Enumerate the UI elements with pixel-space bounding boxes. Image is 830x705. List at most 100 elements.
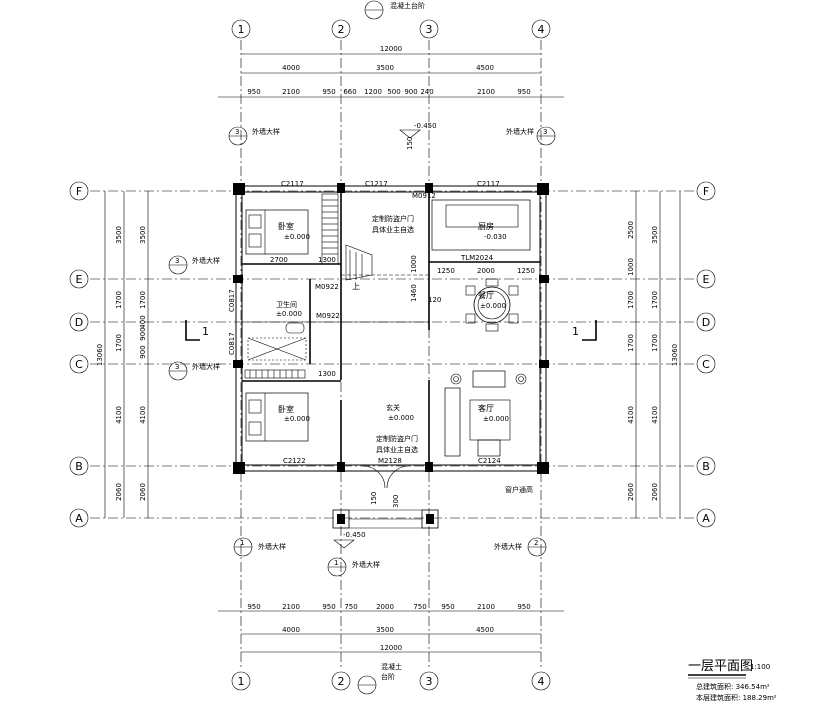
opening-c2117-a: C2117 [281, 180, 304, 188]
dim-left-sub: 900 [139, 327, 147, 340]
axis-E-left: E [76, 273, 83, 286]
callout-num: 3 [175, 257, 179, 265]
floor-area: 本层建筑面积: 188.29m² [696, 693, 777, 702]
note-owner-choice-1: 具体业主自选 [372, 225, 414, 234]
dim-left-sub: 3500 [139, 226, 147, 244]
dim-bottom-seg-2: 3500 [376, 626, 394, 634]
dim-bottom-sub: 750 [344, 603, 357, 611]
axis-3-bottom: 3 [426, 675, 433, 688]
dim-left-sub: 2060 [139, 483, 147, 501]
level-foyer: ±0.000 [388, 414, 414, 422]
dim-right-seg: 2060 [651, 483, 659, 501]
axis-bubbles-right: F E D C B A [696, 181, 716, 528]
exterior-walls [233, 183, 549, 474]
drawing-scale: 1:100 [750, 663, 770, 671]
axis-A-left: A [75, 512, 83, 525]
callout-concrete-bottom-1: 混凝土 [381, 662, 402, 671]
level-kitchen: -0.030 [484, 233, 507, 241]
axis-1-bottom: 1 [238, 675, 245, 688]
inner-dim-150-b: 150 [370, 492, 378, 505]
opening-c2117-b: C2117 [477, 180, 500, 188]
axis-1-top: 1 [238, 23, 245, 36]
room-bedroom-1: 卧室 [278, 221, 294, 231]
axis-bubbles-left: F E D C B A [69, 181, 89, 528]
axis-3-top: 3 [426, 23, 433, 36]
dim-top-seg-3: 4500 [476, 64, 494, 72]
axis-F-left: F [76, 185, 82, 198]
bed-bottom [245, 392, 309, 442]
dim-top-sub: 900 [404, 88, 417, 96]
dim-bottom-sub: 950 [322, 603, 335, 611]
dim-bottom-sub: 950 [247, 603, 260, 611]
dim-right-sub: 1000 [627, 258, 635, 276]
level-bedroom-2: ±0.000 [284, 415, 310, 423]
dim-left-sub: 1700 [139, 291, 147, 309]
dim-bottom-sub: 950 [441, 603, 454, 611]
axis-B-left: B [75, 460, 83, 473]
axis-4-bottom: 4 [538, 675, 545, 688]
level-living: ±0.000 [483, 415, 509, 423]
opening-m2128: M2128 [378, 457, 402, 465]
dim-left-seg: 1700 [115, 291, 123, 309]
opening-m0922-a: M0922 [315, 283, 339, 291]
axis-C-right: C [702, 358, 710, 371]
dim-bottom-seg-3: 4500 [476, 626, 494, 634]
opening-tlm2024: TLM2024 [460, 254, 494, 262]
dim-top-total: 12000 [380, 45, 402, 53]
room-dining: 餐厅 [478, 291, 494, 300]
inner-dim-2700: 2700 [270, 256, 288, 264]
opening-c0817-b: C0817 [228, 332, 236, 355]
dim-left-sub: 4100 [139, 406, 147, 424]
inner-dim-1000: 1000 [410, 255, 418, 273]
dim-right-seg: 4100 [651, 406, 659, 424]
dim-left-seg: 2060 [115, 483, 123, 501]
dim-top-seg-1: 4000 [282, 64, 300, 72]
total-area: 总建筑面积: 346.54m² [696, 682, 770, 691]
axis-C-left: C [75, 358, 83, 371]
dim-top-sub: 240 [420, 88, 433, 96]
inner-dim-1250-a: 1250 [437, 267, 455, 275]
dim-top-sub: 1200 [364, 88, 382, 96]
dim-right-sub: 1700 [627, 334, 635, 352]
level-dining: ±0.000 [480, 302, 506, 310]
dim-bottom-sub: 2100 [477, 603, 495, 611]
axis-2-top: 2 [338, 23, 345, 36]
opening-c2122: C2122 [283, 457, 306, 465]
detail-callouts: 混凝土台阶 3 外墙大样 3 外墙大样 3 外墙大样 3 外墙大样 1 外墙大样… [168, 0, 556, 695]
dim-left-seg: 1700 [115, 334, 123, 352]
inner-dim-1460: 1460 [410, 284, 418, 302]
dim-right-sub: 2500 [627, 221, 635, 239]
section-marks: 1 1 [185, 320, 597, 341]
inner-dim-1300-b: 1300 [318, 370, 336, 378]
callout-num: 3 [175, 363, 179, 371]
inner-dimensions: 2700 1300 1300 1250 2000 1250 1000 1460 … [270, 137, 535, 508]
dimensions-right: 2500 1000 1700 1700 4100 2060 3500 1700 … [627, 191, 681, 518]
dim-bottom-sub: 750 [413, 603, 426, 611]
dim-bottom-seg-1: 4000 [282, 626, 300, 634]
axis-4-top: 4 [538, 23, 545, 36]
opening-m0922-b: M0922 [316, 312, 340, 320]
callout-num: 3 [235, 128, 239, 136]
axis-D-right: D [702, 316, 710, 329]
dim-left-seg: 3500 [115, 226, 123, 244]
dim-right-sub: 4100 [627, 406, 635, 424]
callout-outer-wall-2: 外墙大样 [506, 127, 534, 136]
callout-num: 1 [334, 559, 338, 567]
callout-concrete-top: 混凝土台阶 [390, 1, 425, 10]
section-mark-left: 1 [202, 325, 209, 338]
annotations: 定制防盗户门 具体业主自选 定制防盗户门 具体业主自选 窗户通高 -0.450 … [343, 122, 533, 539]
dining-table [465, 278, 519, 332]
axis-bubbles-top: 1 2 3 4 [231, 19, 551, 39]
callout-outer-wall-5: 外墙大样 [258, 542, 286, 551]
dim-left-seg: 4100 [115, 406, 123, 424]
dim-right-sub: 1700 [627, 291, 635, 309]
room-foyer: 玄关 [386, 403, 400, 412]
axis-B-right: B [702, 460, 710, 473]
inner-dim-2000: 2000 [477, 267, 495, 275]
section-mark-right: 1 [572, 325, 579, 338]
dim-left-total: 13060 [96, 344, 104, 366]
callout-concrete-bottom-2: 台阶 [381, 672, 395, 681]
dim-bottom-sub: 950 [517, 603, 530, 611]
room-bedroom-2: 卧室 [278, 404, 294, 414]
